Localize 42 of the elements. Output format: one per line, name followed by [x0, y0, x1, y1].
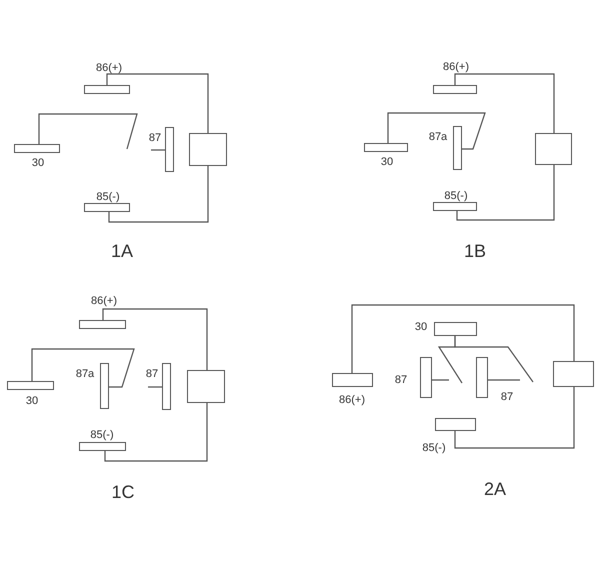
coil-box [553, 361, 594, 387]
pin-label: 85(-) [444, 190, 468, 202]
pin-label: 30 [380, 156, 394, 168]
pin-label: 30 [32, 157, 44, 169]
wire [31, 348, 135, 388]
pin-label: 85(-) [90, 429, 114, 441]
switch-contact-line [454, 336, 534, 382]
panel-title: 1B [464, 241, 486, 261]
pin-label: 87 [146, 368, 158, 380]
pin-label: 85(-) [96, 191, 120, 203]
wire [454, 73, 555, 133]
switch-contact-line [151, 149, 165, 151]
pin-label: 87a [76, 368, 94, 380]
coil-box [187, 370, 225, 403]
wire [456, 165, 555, 221]
wire [108, 166, 209, 223]
wire [106, 73, 209, 133]
switch-contact-line [432, 379, 449, 381]
wire [387, 112, 486, 150]
panel-title: 1A [110, 241, 134, 261]
pin-label: 87 [500, 391, 514, 403]
wire [104, 403, 208, 462]
switch-contact-line [148, 386, 162, 388]
switch-contact-line [38, 113, 138, 150]
wire [351, 304, 575, 373]
panel-title: 1C [112, 482, 134, 502]
pin-label: 86(+) [339, 394, 365, 406]
panel-title: 2A [484, 479, 506, 499]
pin-label: 86(+) [91, 295, 117, 307]
pin-label: 85(-) [422, 442, 446, 454]
wire [102, 308, 208, 370]
coil-box [535, 133, 572, 165]
pin-label: 86(+) [96, 62, 122, 74]
pin-label: 30 [414, 321, 428, 333]
pin-label: 87 [148, 132, 162, 144]
pin-label: 86(+) [443, 61, 469, 73]
wire [454, 387, 575, 449]
coil-box [189, 133, 227, 166]
switch-contact-line [488, 379, 520, 381]
pin-label: 87 [394, 374, 408, 386]
pin-label: 87a [428, 131, 448, 143]
pin-label: 30 [26, 395, 38, 407]
